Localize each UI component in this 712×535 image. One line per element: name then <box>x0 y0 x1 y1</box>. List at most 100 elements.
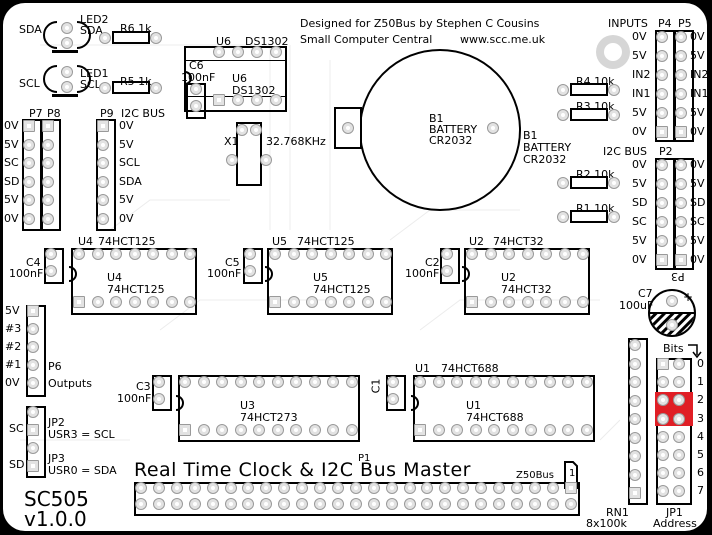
p8-pin <box>42 120 54 132</box>
u1-part: 74HCT688 <box>466 411 524 424</box>
u4-pin <box>147 248 159 260</box>
p1-pin <box>403 482 416 494</box>
u4-pin <box>165 248 178 260</box>
u4-pin <box>184 248 196 260</box>
u1-pin <box>506 424 519 436</box>
p1-pin <box>314 482 326 494</box>
c6-value: 100nF <box>181 71 216 84</box>
p1-pin <box>439 482 452 494</box>
rn1-ref: RN1 <box>606 506 629 519</box>
u4-part: 74HCT125 <box>107 283 165 296</box>
pad <box>608 84 620 96</box>
u5-pin <box>287 296 300 308</box>
jp1-pin <box>657 485 669 498</box>
jp1-bit-label: 2 <box>697 393 704 407</box>
u5-ref: U5 <box>313 271 329 284</box>
p1-pin <box>421 482 434 494</box>
u2-pin <box>577 296 589 308</box>
p7-pin-label: SC <box>4 156 19 169</box>
pad <box>342 122 354 134</box>
p6-label: P6 <box>48 360 62 373</box>
p3-label: P3 <box>671 270 685 283</box>
r1-label: R1 10k <box>576 202 615 215</box>
p1-pin <box>260 482 273 494</box>
p1-pin <box>296 482 309 494</box>
p1-pin <box>403 498 416 510</box>
p5-pin-label: 5V <box>690 49 705 62</box>
u3-pin <box>216 376 228 388</box>
p9-pin-label: 5V <box>119 193 134 206</box>
p7-pin <box>23 120 35 132</box>
u3-pin <box>253 424 265 436</box>
pad <box>244 265 256 277</box>
jp1-bit-label: 3 <box>697 411 704 425</box>
jp1-pin <box>657 376 669 389</box>
jp1-pin <box>673 485 685 498</box>
p1-pin <box>367 498 380 510</box>
pad <box>27 460 39 472</box>
u5-pin <box>306 248 318 260</box>
p1-pin <box>331 482 344 494</box>
u5-pin <box>343 296 355 308</box>
u1-ref: U1 <box>466 399 482 412</box>
u4-pin <box>128 248 141 260</box>
p1-pin <box>457 482 470 494</box>
c3-value: 100nF <box>117 392 152 405</box>
p1-pin <box>188 482 201 494</box>
u4-pin <box>184 296 196 308</box>
p3-pin <box>675 178 687 190</box>
p1-pin <box>546 498 559 510</box>
c2-value: 100nF <box>405 267 440 280</box>
p1-pin <box>528 498 541 510</box>
u3-pin <box>234 424 247 436</box>
u2-ref-top: U2 <box>469 235 485 248</box>
u4-pin <box>147 296 159 308</box>
p8-pin <box>42 194 54 206</box>
u6-pin <box>251 94 263 106</box>
p6-pin <box>27 341 39 353</box>
r3-label: R3 10k <box>576 100 615 113</box>
pad <box>387 376 399 388</box>
p1-pin <box>367 482 380 494</box>
p8-pin <box>42 157 54 169</box>
p1-pin <box>260 498 273 510</box>
u1-pin <box>488 376 500 388</box>
p2-pin-label: 0V <box>632 158 647 171</box>
u6-pin <box>270 94 282 106</box>
u2-pin <box>558 296 571 308</box>
u2-pin <box>484 296 497 308</box>
u5-pin <box>287 248 300 260</box>
u3-pin <box>234 376 247 388</box>
pad <box>557 177 569 189</box>
u2-pin <box>577 248 589 260</box>
p2-pin <box>656 178 668 190</box>
p1-pin <box>349 482 362 494</box>
u6-divider <box>184 60 287 61</box>
u4-pin <box>91 296 104 308</box>
p1-pin <box>331 498 344 510</box>
jp1-bits-label: Bits <box>663 342 684 355</box>
x1-value: 32.768KHz <box>266 135 326 148</box>
u6-pin <box>232 94 244 106</box>
p3-pin-label: SD <box>690 196 706 209</box>
p2-pin-label: 0V <box>632 253 647 266</box>
led1-name: SCL <box>80 78 101 91</box>
pad <box>226 154 238 166</box>
p2-pin-label: 5V <box>632 177 647 190</box>
pad <box>150 32 162 44</box>
p1-pin <box>242 498 255 510</box>
c3-ref: C3 <box>136 380 151 393</box>
u2-pin <box>466 296 478 308</box>
p1-pin <box>242 482 255 494</box>
c1-ref: C1 <box>369 378 383 394</box>
pad <box>244 248 256 260</box>
p7-pin-label: 0V <box>4 211 19 225</box>
u1-pin <box>414 376 426 388</box>
u4-pin <box>165 296 178 308</box>
p5-pin <box>675 88 687 100</box>
rn1-pin <box>629 394 641 407</box>
pad <box>61 66 73 78</box>
p9-pin-label: 5V <box>119 137 134 151</box>
p1-pin <box>135 498 147 510</box>
u1-outline <box>413 375 595 442</box>
